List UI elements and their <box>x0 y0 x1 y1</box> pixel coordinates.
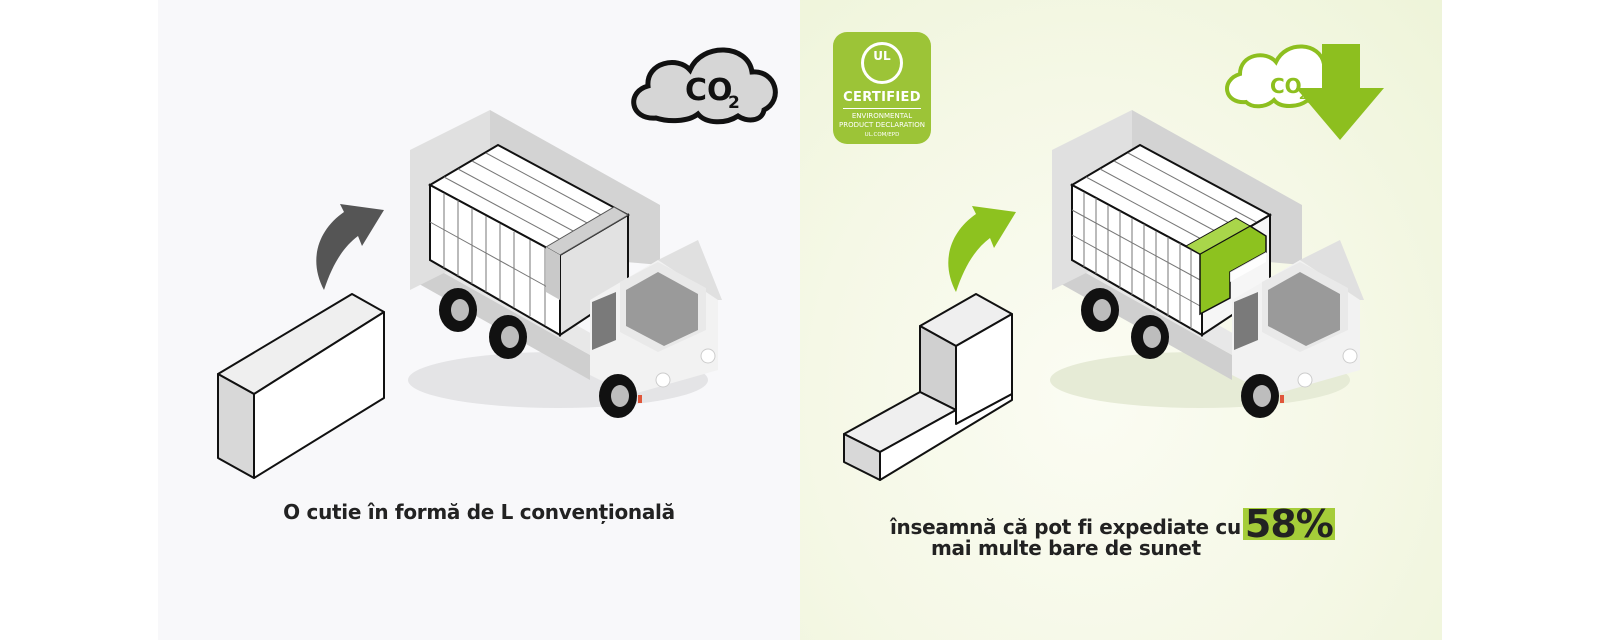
percentage-highlight: 58% <box>1242 502 1335 546</box>
conventional-panel: CO 2 <box>158 0 800 640</box>
l-shaped-box-icon <box>843 293 1013 481</box>
optimized-illustration: CO 2 <box>843 44 1384 481</box>
conventional-illustration: CO 2 <box>217 47 778 479</box>
badge-divider <box>843 108 921 109</box>
badge-line2: PRODUCT DECLARATION <box>839 121 925 129</box>
ul-certified-badge: UL CERTIFIED ENVIRONMENTAL PRODUCT DECLA… <box>833 32 931 144</box>
box-icon <box>217 293 385 479</box>
down-arrow-icon <box>1296 44 1384 140</box>
co2-green-label: CO <box>1270 74 1302 98</box>
ul-logo-text: UL <box>873 49 891 63</box>
badge-url: UL.COM/EPD <box>864 132 900 138</box>
ul-logo: UL <box>861 42 903 84</box>
badge-title: CERTIFIED <box>843 90 921 105</box>
badge-line1: ENVIRONMENTAL <box>851 112 913 120</box>
truck-icon <box>408 110 722 418</box>
conventional-caption: O cutie în formă de L convențională <box>283 500 675 524</box>
truck-icon <box>1050 110 1364 418</box>
co2-subscript: 2 <box>728 93 740 113</box>
co2-cloud-icon: CO 2 <box>631 47 778 125</box>
optimized-caption-line2: mai multe bare de sunet <box>931 536 1201 560</box>
curved-arrow-icon <box>316 204 384 290</box>
optimized-panel: CO 2 <box>800 0 1442 640</box>
caption-text: înseamnă că pot fi expediate cu <box>890 515 1241 539</box>
curved-arrow-icon <box>948 206 1016 292</box>
co2-label: CO <box>685 73 733 108</box>
